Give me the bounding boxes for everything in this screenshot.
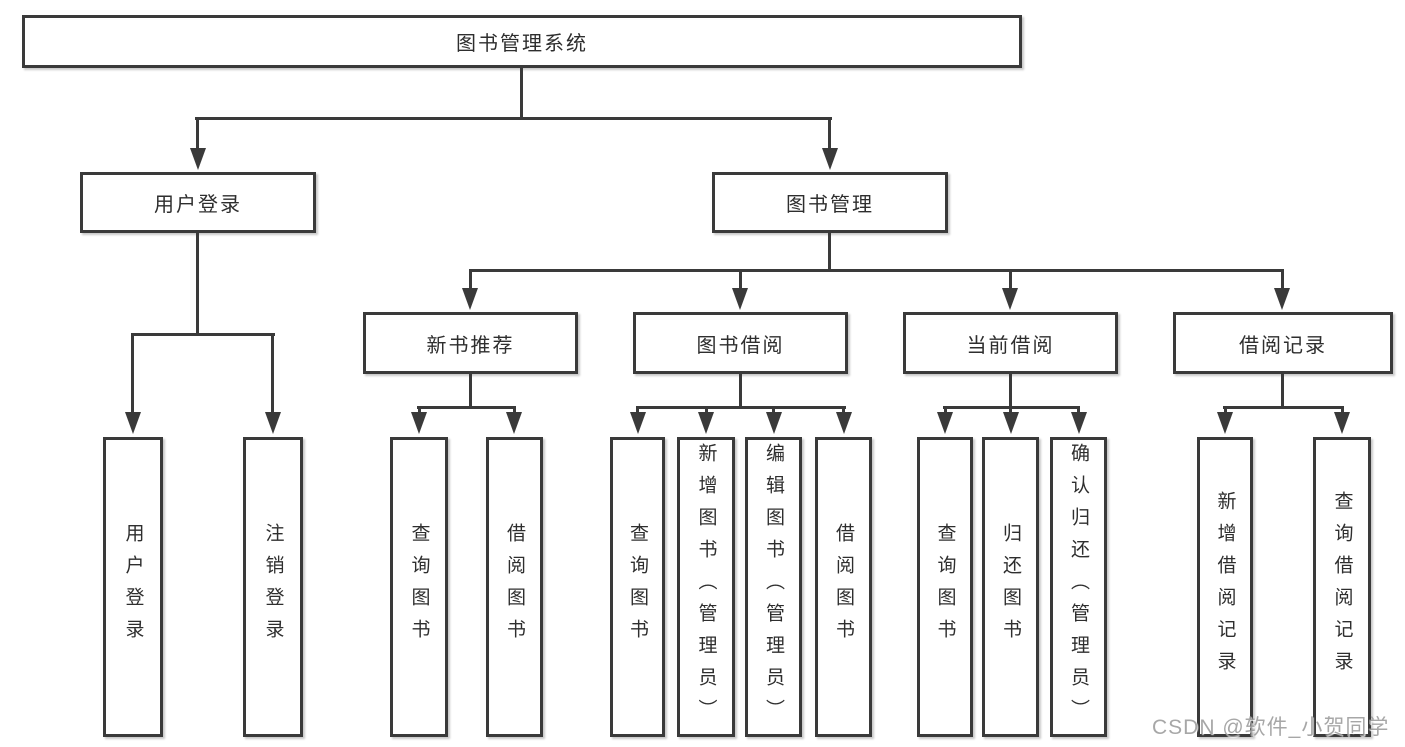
- arrow-down-icon: [506, 412, 522, 434]
- connector-line: [417, 406, 516, 409]
- arrow-down-icon: [732, 288, 748, 310]
- leaf-user-login: 用户登录: [103, 437, 163, 737]
- leaf-newbook-query-books-label: 查询图书: [408, 523, 430, 651]
- arrow-down-icon: [1002, 288, 1018, 310]
- connector-line: [131, 333, 134, 413]
- node-book-management: 图书管理: [712, 172, 948, 233]
- leaf-current-return-books: 归还图书: [982, 437, 1039, 737]
- node-new-book-recommend-label: 新书推荐: [426, 334, 515, 357]
- node-new-book-recommend: 新书推荐: [363, 312, 578, 374]
- arrow-down-icon: [1217, 412, 1233, 434]
- arrow-down-icon: [836, 412, 852, 434]
- leaf-records-query-record: 查询借阅记录: [1313, 437, 1371, 737]
- arrow-down-icon: [265, 412, 281, 434]
- connector-line: [271, 333, 274, 413]
- arrow-down-icon: [190, 148, 206, 170]
- node-user-login-label: 用户登录: [154, 194, 242, 216]
- leaf-records-add-record-label: 新增借阅记录: [1214, 491, 1236, 683]
- connector-line: [636, 406, 846, 409]
- leaf-current-query-books: 查询图书: [917, 437, 973, 737]
- leaf-logout: 注销登录: [243, 437, 303, 737]
- connector-line: [131, 333, 275, 336]
- connector-line: [1223, 406, 1344, 409]
- node-borrow-records-label: 借阅记录: [1239, 334, 1327, 357]
- leaf-borrow-query-books: 查询图书: [610, 437, 665, 737]
- connector-line: [828, 117, 831, 152]
- arrow-down-icon: [630, 412, 646, 434]
- arrow-down-icon: [125, 412, 141, 434]
- arrow-down-icon: [698, 412, 714, 434]
- node-book-borrow-label: 图书借阅: [696, 334, 785, 357]
- leaf-borrow-edit-books-admin: 编辑图书（管理员）: [745, 437, 802, 737]
- leaf-records-add-record: 新增借阅记录: [1197, 437, 1253, 737]
- arrow-down-icon: [1334, 412, 1350, 434]
- arrow-down-icon: [1274, 288, 1290, 310]
- leaf-user-login-label: 用户登录: [122, 523, 144, 651]
- connector-line: [739, 374, 742, 408]
- connector-line: [196, 117, 199, 152]
- leaf-current-return-books-label: 归还图书: [1000, 523, 1021, 651]
- arrow-down-icon: [937, 412, 953, 434]
- leaf-borrow-add-books-admin: 新增图书（管理员）: [677, 437, 735, 737]
- arrow-down-icon: [822, 148, 838, 170]
- node-current-borrow-label: 当前借阅: [966, 334, 1055, 357]
- connector-line: [469, 269, 472, 293]
- leaf-borrow-edit-books-admin-label: 编辑图书（管理员）: [763, 443, 784, 731]
- connector-line: [1281, 269, 1284, 293]
- leaf-borrow-borrow-books-label: 借阅图书: [833, 523, 854, 651]
- node-current-borrow: 当前借阅: [903, 312, 1118, 374]
- connector-line: [1009, 269, 1012, 293]
- connector-line: [196, 233, 199, 334]
- node-book-management-label: 图书管理: [786, 194, 874, 216]
- leaf-current-confirm-return-admin-label: 确认归还（管理员）: [1068, 443, 1089, 731]
- leaf-current-query-books-label: 查询图书: [934, 523, 956, 651]
- connector-line: [469, 374, 472, 408]
- leaf-borrow-query-books-label: 查询图书: [627, 523, 648, 651]
- node-user-login: 用户登录: [80, 172, 316, 233]
- connector-line: [739, 269, 742, 293]
- csdn-watermark: CSDN @软件_小贺同学: [1152, 716, 1390, 739]
- connector-line: [828, 233, 831, 271]
- arrow-down-icon: [1003, 412, 1019, 434]
- node-root-label: 图书管理系统: [456, 33, 588, 55]
- connector-line: [195, 117, 832, 120]
- leaf-borrow-borrow-books: 借阅图书: [815, 437, 872, 737]
- leaf-newbook-borrow-books: 借阅图书: [486, 437, 543, 737]
- node-root: 图书管理系统: [22, 15, 1022, 68]
- leaf-borrow-add-books-admin-label: 新增图书（管理员）: [695, 443, 717, 731]
- leaf-newbook-borrow-books-label: 借阅图书: [504, 523, 525, 651]
- leaf-records-query-record-label: 查询借阅记录: [1331, 491, 1353, 683]
- arrow-down-icon: [462, 288, 478, 310]
- arrow-down-icon: [1071, 412, 1087, 434]
- leaf-current-confirm-return-admin: 确认归还（管理员）: [1050, 437, 1107, 737]
- connector-line: [469, 269, 1283, 272]
- connector-line: [1281, 374, 1284, 408]
- node-borrow-records: 借阅记录: [1173, 312, 1393, 374]
- arrow-down-icon: [411, 412, 427, 434]
- leaf-logout-label: 注销登录: [262, 523, 284, 651]
- leaf-newbook-query-books: 查询图书: [390, 437, 448, 737]
- connector-line: [520, 67, 523, 119]
- node-book-borrow: 图书借阅: [633, 312, 848, 374]
- connector-line: [1009, 374, 1012, 408]
- arrow-down-icon: [766, 412, 782, 434]
